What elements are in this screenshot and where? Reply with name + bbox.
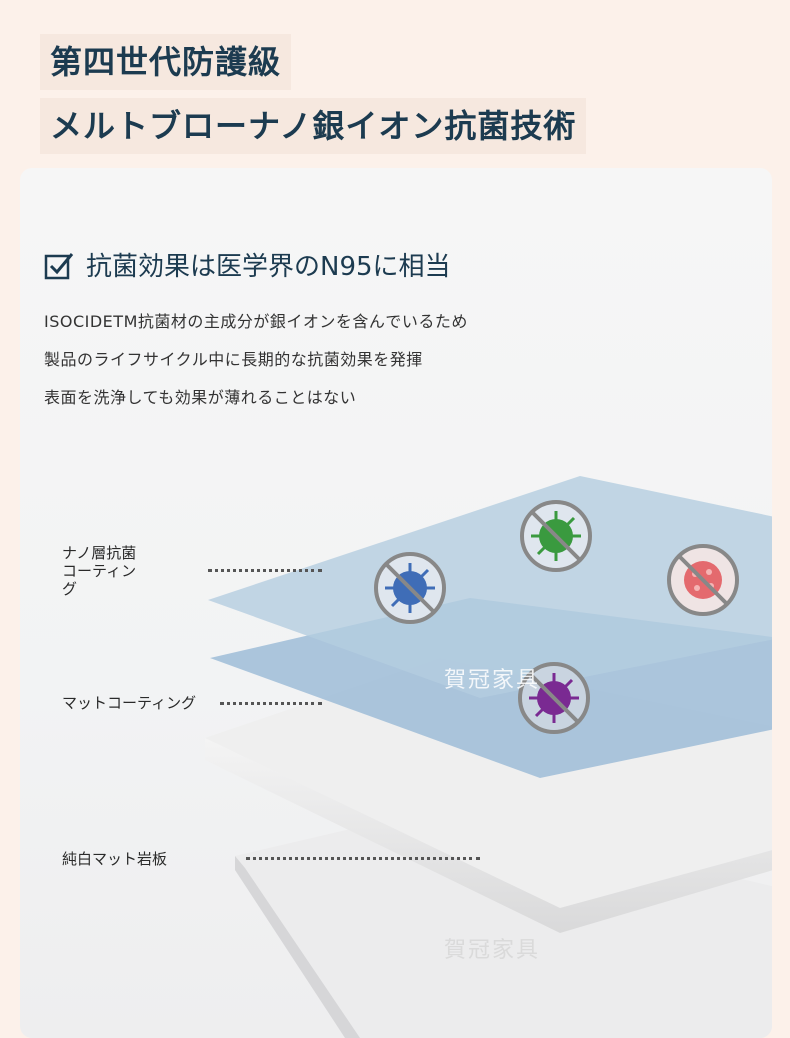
label-nano-coating-line-3: グ xyxy=(62,580,78,598)
feature-line-1: ISOCIDETM抗菌材の主成分が銀イオンを含んでいるため xyxy=(44,312,468,331)
layer-illustration xyxy=(205,476,772,1038)
title-line-2: メルトブローナノ銀イオン抗菌技術 xyxy=(40,98,587,154)
red-virus-icon xyxy=(667,544,739,616)
matte-coating-leader xyxy=(220,702,322,705)
check-box-icon xyxy=(44,252,74,279)
content-card: 抗菌効果は医学界のN95に相当 ISOCIDETM抗菌材の主成分が銀イオンを含ん… xyxy=(20,168,772,1038)
watermark-bottom: 賀冠家具 xyxy=(444,938,541,963)
label-matte-coating: マットコーティング xyxy=(62,694,197,712)
label-nano-coating-line-1: ナノ層抗菌 xyxy=(62,544,137,562)
watermark: 賀冠家具 xyxy=(444,668,541,693)
label-nano-coating-line-2: コーティン xyxy=(62,562,137,580)
white-slab-leader xyxy=(246,857,480,860)
feature-heading-text: 抗菌効果は医学界のN95に相当 xyxy=(86,252,451,282)
title-line-1: 第四世代防護級 xyxy=(40,34,292,90)
feature-heading: 抗菌効果は医学界のN95に相当 xyxy=(44,246,451,283)
label-nano-coating: ナノ層抗菌 コーティン グ xyxy=(62,544,136,598)
feature-line-3: 表面を洗浄しても効果が薄れることはない xyxy=(44,388,357,407)
nano-coating-leader xyxy=(208,569,322,572)
nano-coating-layer xyxy=(208,476,772,698)
feature-line-2: 製品のライフサイクル中に長期的な抗菌効果を発揮 xyxy=(44,350,423,369)
blue-virus-icon xyxy=(374,552,446,624)
label-white-slab: 純白マット岩板 xyxy=(62,850,168,868)
green-virus-icon xyxy=(520,500,592,572)
purple-virus-icon xyxy=(518,662,590,734)
